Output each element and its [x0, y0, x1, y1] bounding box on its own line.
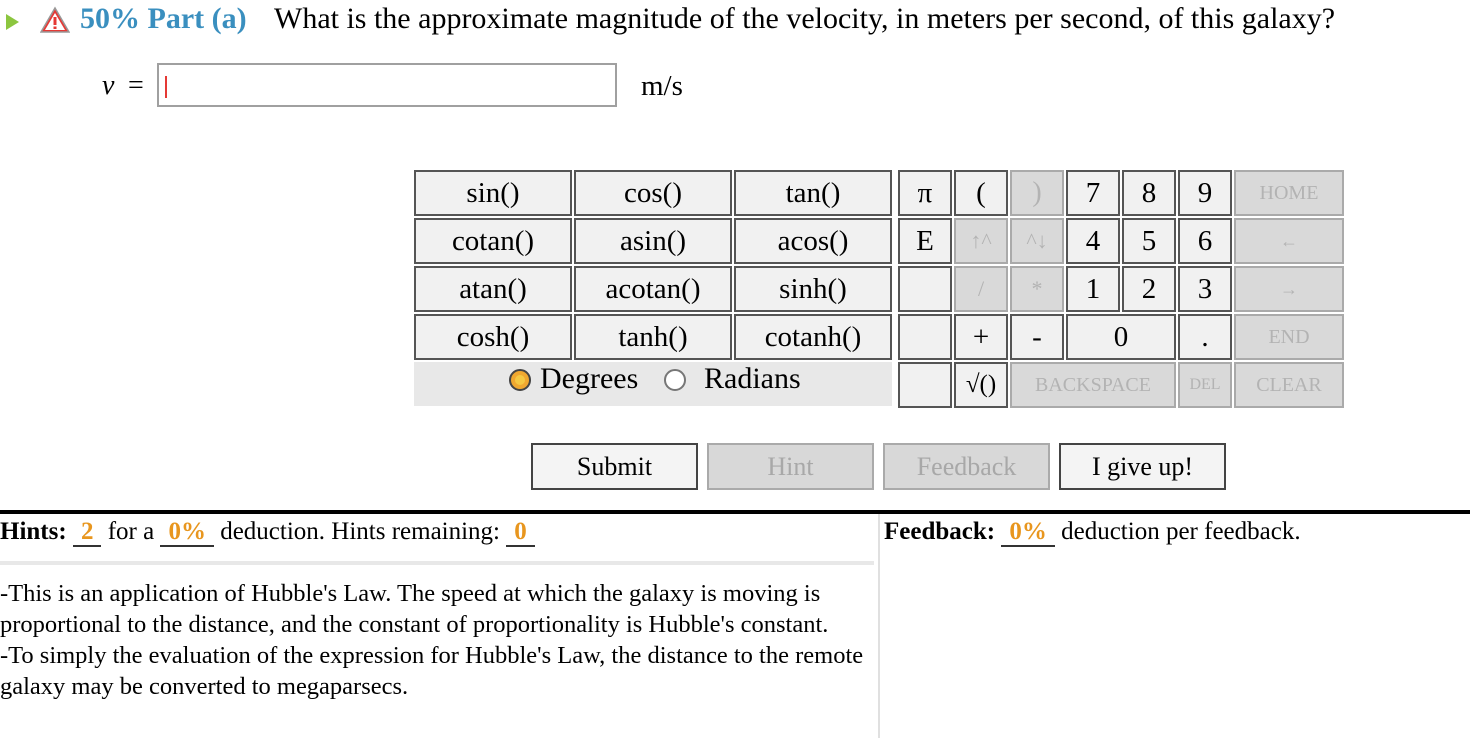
key-backspace[interactable]: BACKSPACE: [1010, 362, 1176, 408]
key-sinh[interactable]: sinh(): [734, 266, 892, 312]
radians-label[interactable]: Radians: [704, 362, 801, 395]
key-6[interactable]: 6: [1178, 218, 1232, 264]
key-tan[interactable]: tan(): [734, 170, 892, 216]
panel-separator: [878, 514, 880, 738]
key-asin[interactable]: asin(): [574, 218, 732, 264]
text-caret: [165, 76, 167, 98]
feedback-text: deduction per feedback.: [1061, 518, 1301, 545]
key-e[interactable]: E: [898, 218, 952, 264]
key-tanh[interactable]: tanh(): [574, 314, 732, 360]
submit-button[interactable]: Submit: [531, 443, 698, 490]
key-sqrt[interactable]: √(): [954, 362, 1008, 408]
key-pi[interactable]: π: [898, 170, 952, 216]
feedback-status: Feedback: 0% deduction per feedback.: [884, 518, 1301, 547]
key-cosh[interactable]: cosh(): [414, 314, 572, 360]
unit-label: m/s: [641, 70, 683, 102]
answer-input[interactable]: [157, 63, 617, 107]
key-minus[interactable]: -: [1010, 314, 1064, 360]
hints-label: Hints:: [0, 518, 67, 545]
degrees-label[interactable]: Degrees: [540, 362, 639, 395]
key-open-paren[interactable]: (: [954, 170, 1008, 216]
key-8[interactable]: 8: [1122, 170, 1176, 216]
hints-separator: [0, 561, 874, 565]
question-text: What is the approximate magnitude of the…: [274, 2, 1336, 35]
key-acotan[interactable]: acotan(): [574, 266, 732, 312]
key-4[interactable]: 4: [1066, 218, 1120, 264]
key-5[interactable]: 5: [1122, 218, 1176, 264]
hints-for-a: for a: [107, 518, 155, 545]
key-2[interactable]: 2: [1122, 266, 1176, 312]
hints-deduction: 0%: [160, 518, 214, 547]
part-label: 50% Part (a): [80, 2, 247, 35]
key-right-arrow[interactable]: →: [1234, 266, 1344, 312]
section-divider: [0, 510, 1470, 514]
radians-radio[interactable]: [664, 369, 686, 391]
key-cotan[interactable]: cotan(): [414, 218, 572, 264]
give-up-button[interactable]: I give up!: [1059, 443, 1226, 490]
degrees-radio[interactable]: [509, 369, 531, 391]
key-0[interactable]: 0: [1066, 314, 1176, 360]
key-3[interactable]: 3: [1178, 266, 1232, 312]
key-home[interactable]: HOME: [1234, 170, 1344, 216]
key-end[interactable]: END: [1234, 314, 1344, 360]
key-1[interactable]: 1: [1066, 266, 1120, 312]
key-multiply[interactable]: *: [1010, 266, 1064, 312]
variable-label: v: [102, 70, 115, 101]
key-down-arrow[interactable]: ^↓: [1010, 218, 1064, 264]
key-blank-1: [898, 266, 952, 312]
key-clear[interactable]: CLEAR: [1234, 362, 1344, 408]
feedback-deduction: 0%: [1001, 518, 1055, 547]
key-atan[interactable]: atan(): [414, 266, 572, 312]
hints-remaining: 0: [506, 518, 535, 547]
key-cotanh[interactable]: cotanh(): [734, 314, 892, 360]
hint-text: -This is an application of Hubble's Law.…: [0, 578, 874, 702]
key-del[interactable]: DEL: [1178, 362, 1232, 408]
key-9[interactable]: 9: [1178, 170, 1232, 216]
warning-triangle-icon: [40, 6, 70, 33]
key-up-arrow[interactable]: ↑^: [954, 218, 1008, 264]
key-blank-2: [898, 314, 952, 360]
hint-button[interactable]: Hint: [707, 443, 874, 490]
play-triangle-icon[interactable]: [6, 14, 19, 30]
hint-1: -This is an application of Hubble's Law.…: [0, 580, 829, 638]
key-dot[interactable]: .: [1178, 314, 1232, 360]
key-cos[interactable]: cos(): [574, 170, 732, 216]
feedback-button[interactable]: Feedback: [883, 443, 1050, 490]
hint-2: -To simply the evaluation of the express…: [0, 642, 864, 700]
feedback-label: Feedback:: [884, 518, 996, 545]
key-blank-3: [898, 362, 952, 408]
key-acos[interactable]: acos(): [734, 218, 892, 264]
hints-status: Hints: 2 for a 0% deduction. Hints remai…: [0, 518, 535, 547]
hints-count: 2: [72, 518, 102, 547]
equals-sign: =: [128, 70, 144, 101]
angle-mode-row: [414, 362, 892, 406]
hints-deduction-text: deduction. Hints remaining:: [220, 518, 500, 545]
key-7[interactable]: 7: [1066, 170, 1120, 216]
key-sin[interactable]: sin(): [414, 170, 572, 216]
key-left-arrow[interactable]: ←: [1234, 218, 1344, 264]
key-plus[interactable]: +: [954, 314, 1008, 360]
key-divide[interactable]: /: [954, 266, 1008, 312]
key-close-paren[interactable]: ): [1010, 170, 1064, 216]
